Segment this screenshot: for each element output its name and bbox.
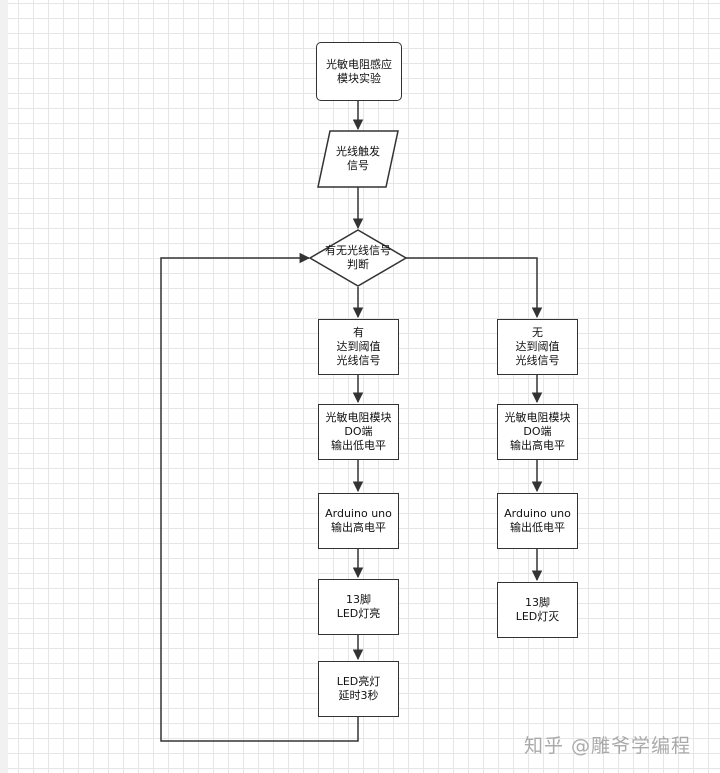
yes-threshold-line-1: 有 [353,326,364,339]
decision-diamond-shape [308,229,408,287]
decision-node-line-2: 判断 [347,258,369,271]
no-threshold-line-1: 无 [532,326,543,339]
decision-node-line-1: 有无光线信号 [325,244,391,257]
input-node-line-1: 光线触发 [336,145,380,158]
no-threshold-node: 无 达到阈值 光线信号 [497,319,578,375]
yes-arduino-line-2: 输出高电平 [331,521,386,534]
no-sensor-line-2: DO端 [523,425,552,438]
no-sensor-line-3: 输出高电平 [510,439,565,452]
yes-threshold-node: 有 达到阈值 光线信号 [318,319,399,375]
input-parallelogram-shape [317,130,399,188]
arrow-decision-to-no [405,257,543,319]
input-node: 光线触发 信号 [318,131,398,187]
no-arduino-line-2: 输出低电平 [510,521,565,534]
yes-sensor-line-3: 输出低电平 [331,439,386,452]
start-node: 光敏电阻感应 模块实验 [316,42,402,101]
yes-sensor-line-2: DO端 [344,425,373,438]
no-threshold-line-3: 光线信号 [515,354,560,367]
no-sensor-output-node: 光敏电阻模块 DO端 输出高电平 [497,404,578,460]
yes-sensor-output-node: 光敏电阻模块 DO端 输出低电平 [318,404,399,460]
yes-delay-line-2: 延时3秒 [338,689,379,702]
yes-sensor-line-1: 光敏电阻模块 [325,411,392,424]
zhihu-watermark: 知乎 @雕爷学编程 [524,735,692,757]
no-led-off-line-2: LED灯灭 [515,610,560,623]
canvas-left-edge [0,0,8,773]
start-node-line-2: 模块实验 [337,71,381,85]
decision-node: 有无光线信号 判断 [310,230,406,286]
yes-led-on-line-2: LED灯亮 [336,607,381,620]
no-led-off-line-1: 13脚 [525,596,550,609]
no-sensor-line-1: 光敏电阻模块 [504,411,571,424]
input-node-line-2: 信号 [347,159,369,172]
yes-arduino-line-1: Arduino uno [325,507,392,520]
yes-threshold-line-3: 光线信号 [336,354,381,367]
yes-delay-line-1: LED亮灯 [336,675,381,688]
yes-led-on-line-1: 13脚 [346,593,371,606]
no-arduino-node: Arduino uno 输出低电平 [497,493,578,549]
start-node-line-1: 光敏电阻感应 [326,57,392,71]
yes-delay-node: LED亮灯 延时3秒 [318,661,399,717]
no-arduino-line-1: Arduino uno [504,507,571,520]
yes-led-on-node: 13脚 LED灯亮 [318,579,399,635]
yes-threshold-line-2: 达到阈值 [336,340,381,353]
no-threshold-line-2: 达到阈值 [515,340,560,353]
arrow-loop-back [160,252,359,742]
no-led-off-node: 13脚 LED灯灭 [497,582,578,638]
yes-arduino-node: Arduino uno 输出高电平 [318,493,399,549]
